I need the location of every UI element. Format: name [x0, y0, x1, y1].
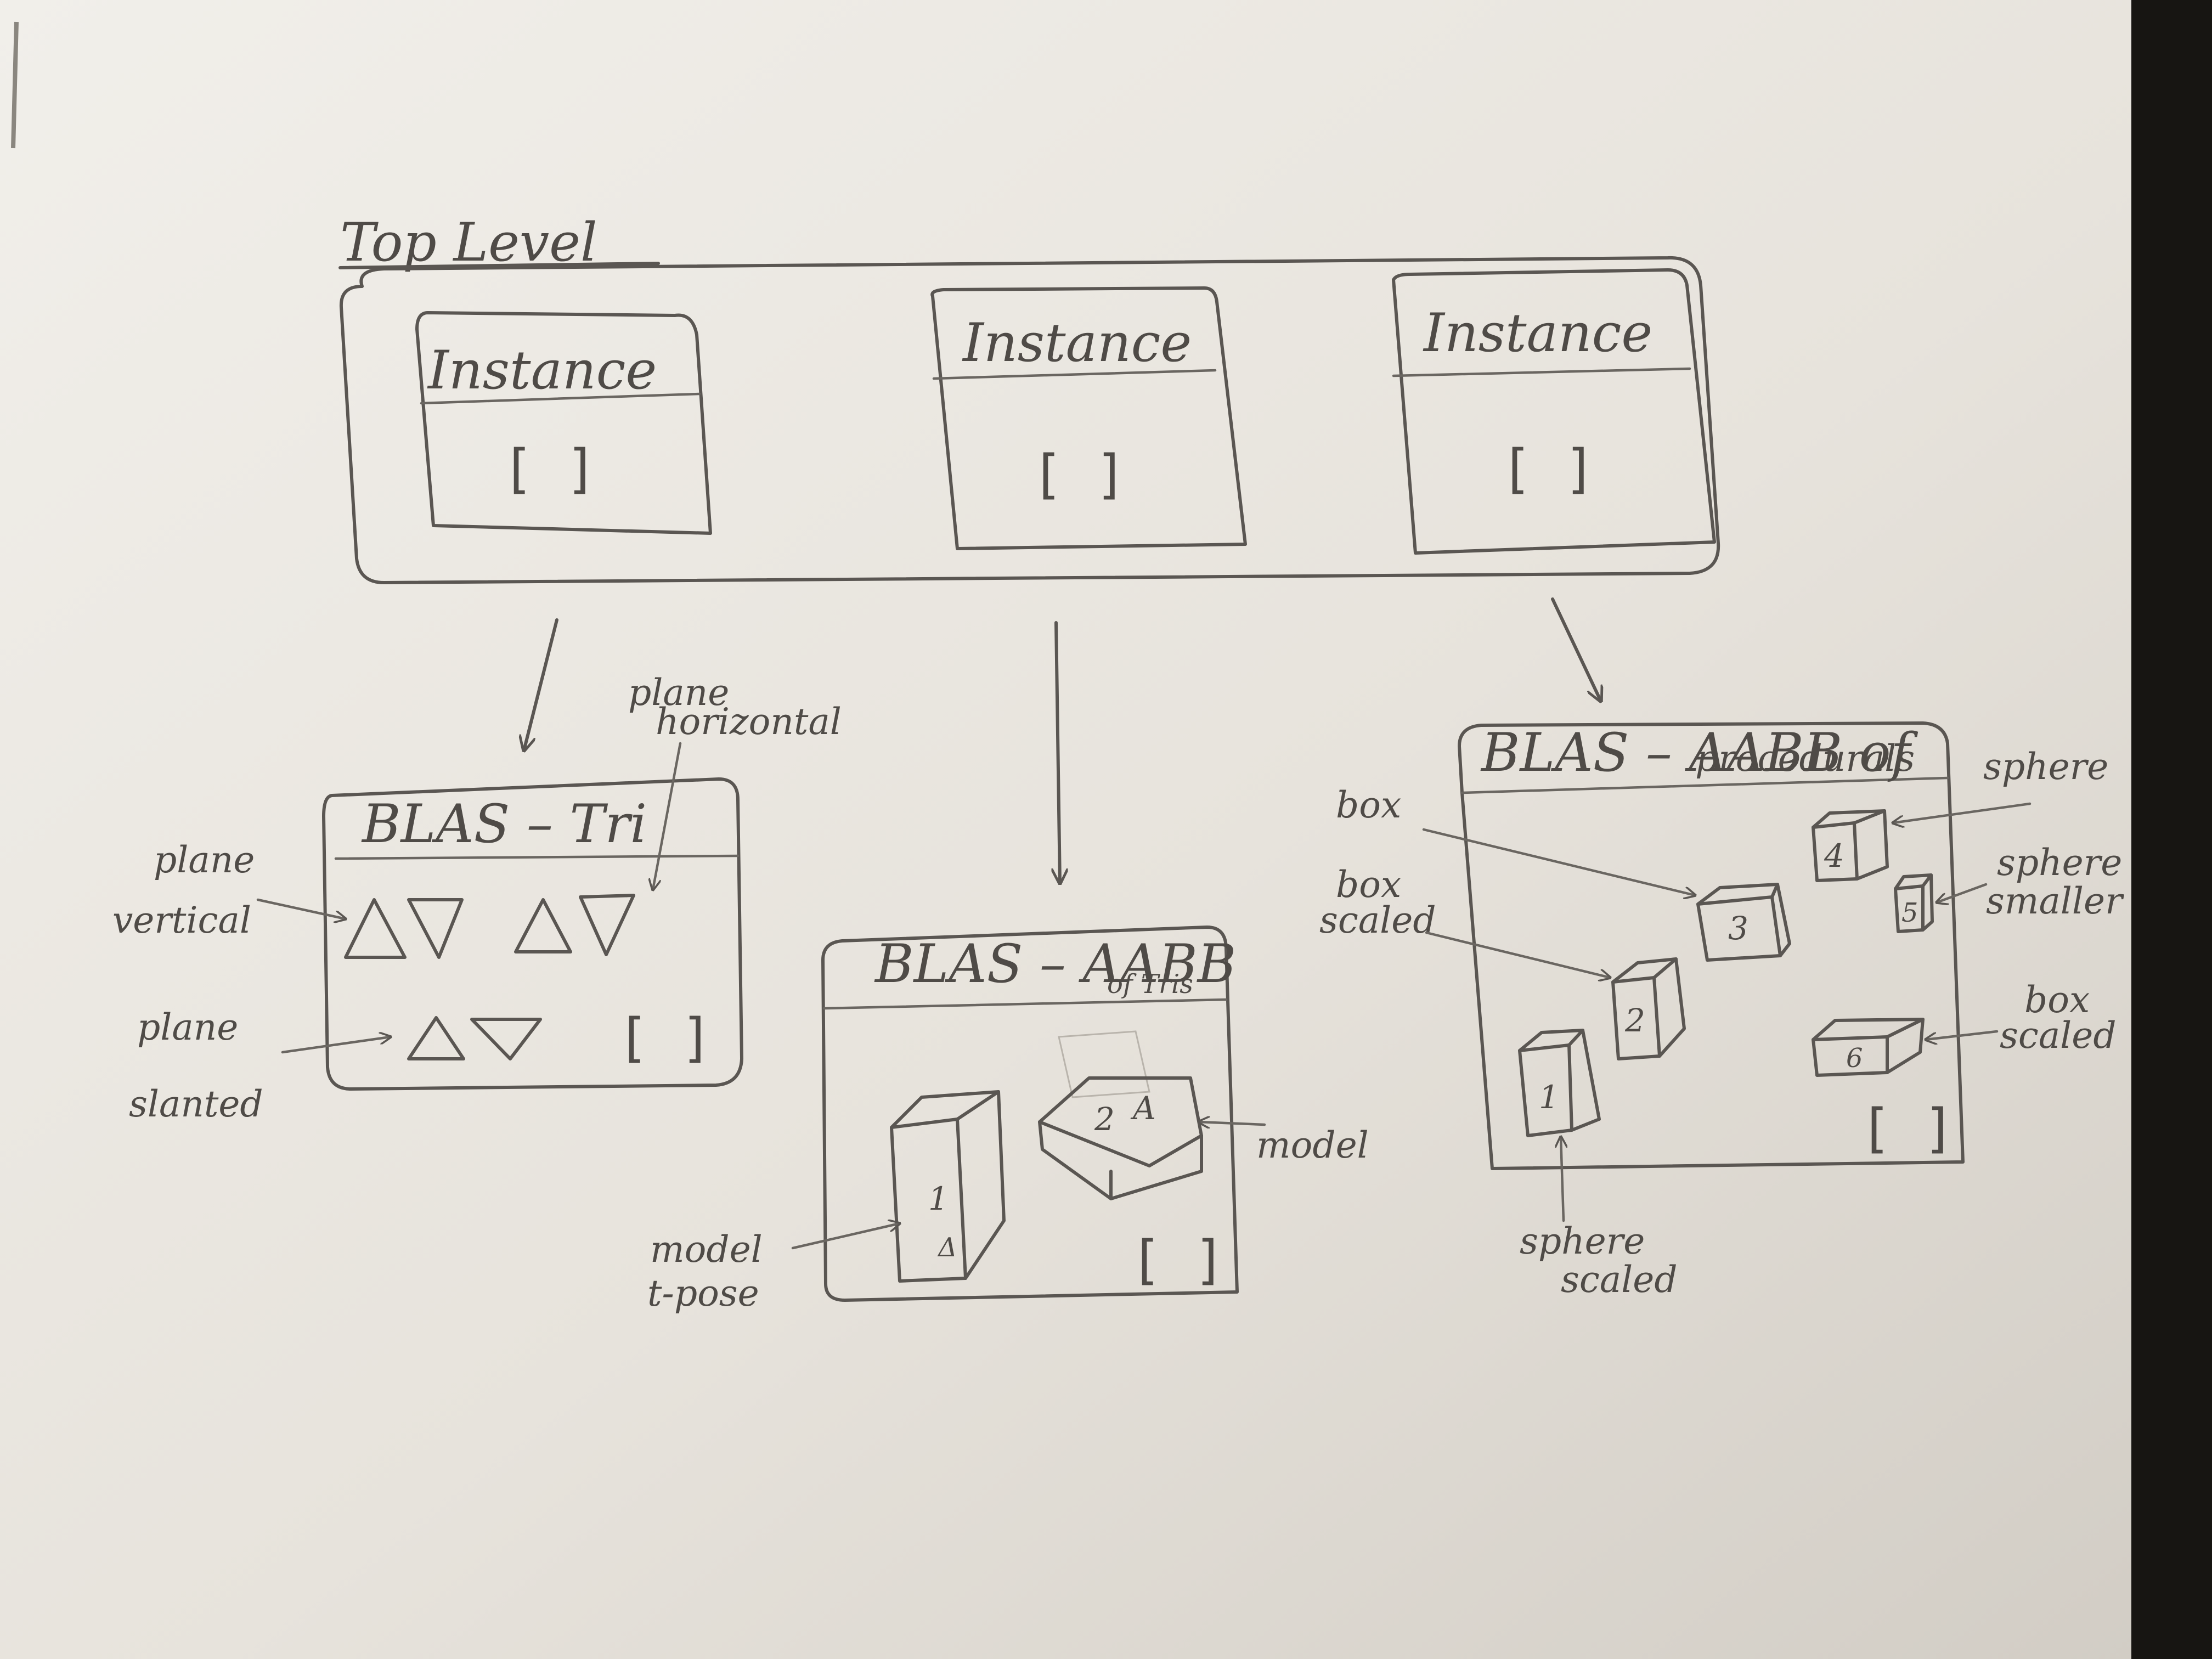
blas-aabb-tris-item-1-number: 1	[928, 1180, 949, 1217]
label-model-tpose-2: t-pose	[647, 1272, 759, 1314]
label-plane-vertical-2: vertical	[112, 899, 251, 941]
triangle-down-icon	[579, 894, 635, 956]
procedural-box-4-number: 4	[1824, 837, 1844, 874]
blas-aabb-tris-empty-slot: [ ]	[1130, 1229, 1225, 1291]
dark-background-edge	[2131, 0, 2212, 1659]
label-box-scaled-right-2: scaled	[2000, 1014, 2117, 1057]
arrow-model-tpose	[791, 1223, 900, 1250]
arrow-sphere-smaller	[1937, 883, 1988, 902]
label-box-scaled-left-2: scaled	[1319, 899, 1436, 941]
arrow-to-blas-tri	[524, 618, 558, 751]
triangle-up-icon	[344, 898, 407, 959]
model-flat-box-icon: 2 A	[1038, 1030, 1203, 1200]
blas-tri-empty-slot: [ ]	[617, 1007, 712, 1069]
label-model-tpose-1: model	[650, 1228, 763, 1271]
label-box-scaled-left-1: box	[1336, 864, 1401, 906]
top-level-title: Top Level	[340, 212, 597, 273]
arrow-plane-slanted	[281, 1037, 391, 1054]
label-plane-vertical-1: plane	[154, 839, 255, 881]
arrow-to-blas-aabb-procedurals	[1551, 597, 1601, 701]
top-level-title-underline	[338, 262, 660, 269]
instance-card-2: Instance [ ]	[930, 286, 1247, 550]
procedural-box-5-icon: 5	[1894, 873, 1934, 933]
top-level-container	[339, 256, 1720, 584]
label-sphere-smaller-1: sphere	[1997, 842, 2122, 884]
triangle-down-icon	[470, 1018, 542, 1060]
blas-aabb-procedurals-title-line2: procedurals	[1695, 737, 1915, 780]
blas-tri-box: BLAS – Tri [ ]	[322, 777, 743, 1091]
label-plane-slanted-2: slanted	[129, 1083, 263, 1125]
top-level-group: Top Level Instance [ ] Instance [ ] Inst…	[338, 212, 1720, 584]
label-plane-horizontal-2: horizontal	[656, 701, 842, 743]
label-sphere-scaled-2: scaled	[1561, 1259, 1678, 1301]
procedural-box-4-icon: 4	[1812, 809, 1889, 882]
label-plane-horizontal-1: plane	[628, 672, 729, 714]
arrow-sphere-scaled	[1561, 1137, 1564, 1222]
arrow-box-scaled-right	[1926, 1030, 1999, 1040]
instance-2-content: [ ]	[1031, 444, 1126, 505]
blas-aabb-procedurals-box: BLAS – AABB of procedurals 1 2 3	[1458, 721, 1965, 1170]
blas-aabb-tris-item-2-number: 2	[1094, 1101, 1115, 1138]
procedural-box-2-icon: 2	[1611, 957, 1686, 1060]
label-model: model	[1256, 1124, 1369, 1166]
blas-aabb-tris-box: BLAS – AABB of Tris 1 Δ 2 A [ ]	[821, 926, 1239, 1302]
instance-3-content: [ ]	[1500, 438, 1595, 500]
instance-card-1: Instance [ ]	[415, 311, 712, 535]
label-box-scaled-right-1: box	[2024, 979, 2090, 1021]
instance-2-title: Instance	[962, 312, 1192, 374]
procedural-box-1-number: 1	[1539, 1079, 1559, 1116]
blas-aabb-procedurals-empty-slot: [ ]	[1860, 1098, 1955, 1159]
blas-aabb-procedurals-title: BLAS – AABB of	[1480, 722, 1918, 783]
blas-aabb-tris-item-2-mark: A	[1130, 1090, 1156, 1127]
blas-aabb-tris-item-1-mark: Δ	[937, 1232, 957, 1263]
instance-1-title: Instance	[427, 340, 657, 401]
procedural-box-3-icon: 3	[1696, 883, 1791, 962]
triangle-down-icon	[407, 898, 464, 959]
arrow-box-scaled-left	[1425, 931, 1610, 978]
label-sphere: sphere	[1983, 746, 2108, 788]
arrow-to-blas-aabb-tris	[1056, 621, 1060, 883]
label-plane-slanted-1: plane	[137, 1006, 238, 1048]
procedural-box-3-number: 3	[1728, 910, 1748, 947]
arrow-plane-horizontal	[653, 742, 682, 890]
procedural-box-6-number: 6	[1846, 1043, 1863, 1074]
blas-aabb-tris-title: BLAS – AABB	[874, 933, 1236, 995]
paper-clip-mark	[11, 21, 19, 149]
arrow-model	[1199, 1122, 1266, 1125]
triangle-up-icon	[407, 1016, 465, 1060]
procedural-box-1-icon: 1	[1518, 1029, 1601, 1137]
procedural-box-2-number: 2	[1624, 1002, 1645, 1039]
instance-1-content: [ ]	[502, 438, 597, 500]
arrow-plane-vertical	[256, 898, 346, 919]
procedural-box-6-icon: 6	[1812, 1018, 1925, 1077]
blas-tri-title: BLAS – Tri	[361, 793, 647, 855]
label-sphere-smaller-2: smaller	[1986, 880, 2124, 922]
blas-aabb-tris-title-line2: of Tris	[1107, 969, 1193, 1000]
label-box: box	[1336, 784, 1401, 826]
label-sphere-scaled-1: sphere	[1520, 1220, 1645, 1262]
instance-card-3: Instance [ ]	[1392, 268, 1716, 555]
paper-sheet	[0, 0, 2137, 1659]
instance-3-title: Instance	[1423, 302, 1652, 364]
arrow-box	[1422, 828, 1695, 895]
procedural-box-5-number: 5	[1901, 898, 1918, 928]
arrow-sphere	[1893, 802, 2032, 823]
triangle-up-icon	[514, 898, 572, 953]
